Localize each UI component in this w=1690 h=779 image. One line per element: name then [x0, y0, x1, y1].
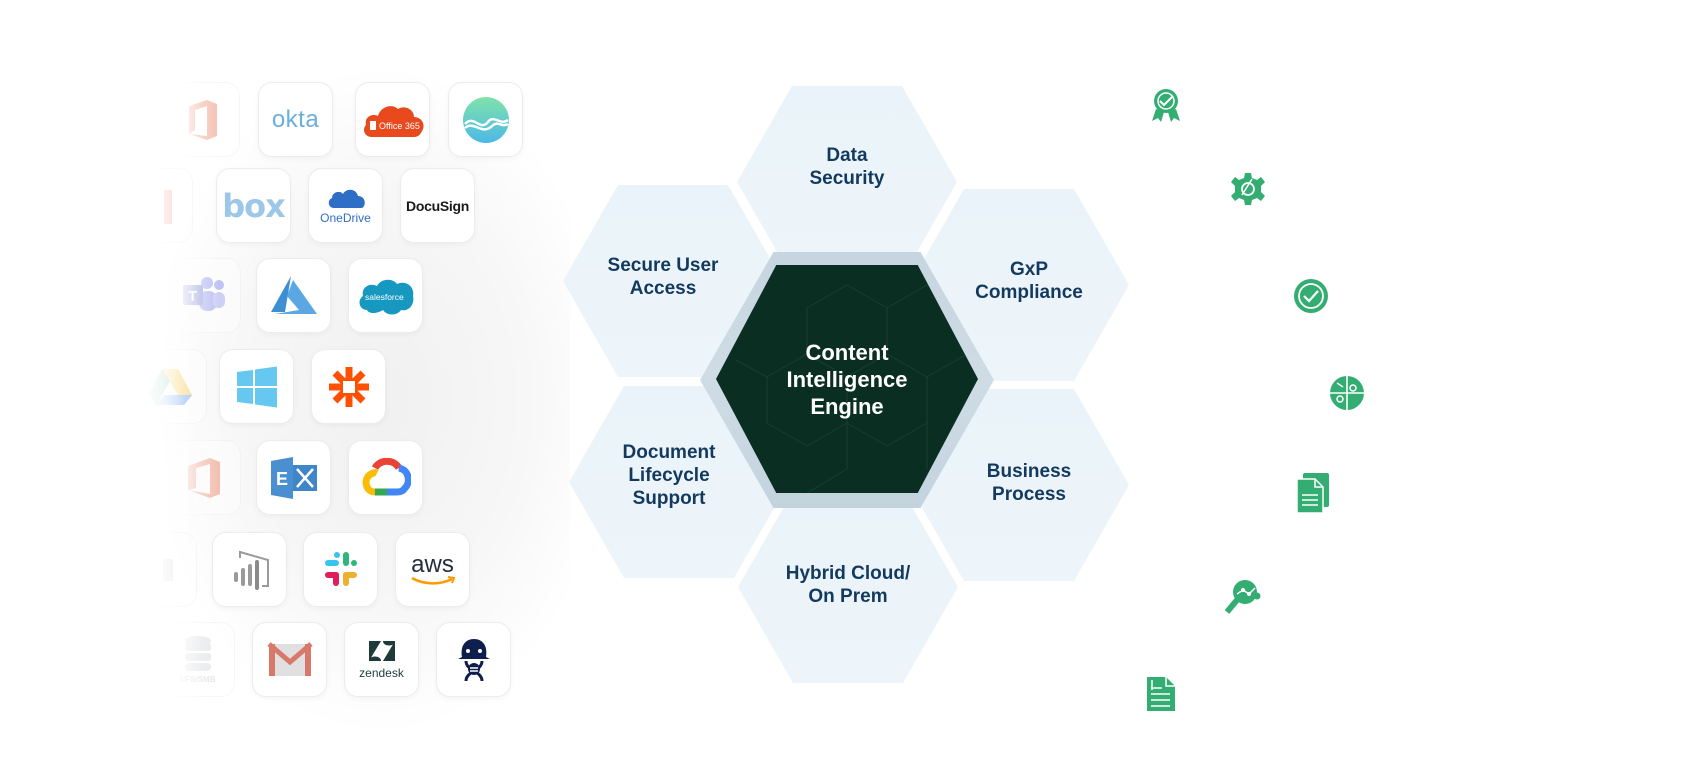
hex-hybrid-cloud-on-prem[interactable]: Hybrid Cloud/ On Prem	[738, 491, 958, 683]
salesforce-text: salesforce	[365, 292, 404, 302]
bio-agent-logo-icon	[457, 638, 490, 681]
tile-onedrive: OneDrive	[308, 168, 383, 243]
tile-wave	[448, 82, 523, 157]
windows-logo-icon	[236, 366, 277, 407]
salesforce-cloud-icon: salesforce	[359, 279, 413, 314]
database-icon	[184, 635, 211, 671]
nfs-smb-label: NFS/SMB	[179, 674, 216, 684]
tile-okta: okta	[258, 82, 333, 157]
tile-docusign: DocuSign	[400, 168, 475, 243]
tile-office-partial	[118, 168, 193, 243]
svg-text:T: T	[188, 288, 197, 305]
tile-office365: Office 365	[355, 82, 430, 157]
office365-cloud-icon: Office 365	[363, 105, 424, 137]
office-logo-icon	[187, 457, 220, 498]
tile-code	[122, 532, 197, 607]
gmail-logo-icon	[266, 641, 313, 676]
office-logo-icon	[163, 189, 172, 224]
document-list-icon	[1146, 676, 1176, 712]
globe-icon	[1329, 375, 1365, 411]
tile-zapier	[311, 349, 386, 424]
tile-exchange: E	[256, 440, 331, 515]
hex-label: Secure User Access	[607, 255, 719, 299]
tile-slack	[303, 532, 378, 607]
analytics-search-icon	[1224, 578, 1261, 614]
code-logo-icon	[162, 558, 173, 581]
aws-smile-icon	[410, 575, 455, 585]
box-logo: box	[222, 186, 286, 225]
hex-label: Document Lifecycle Support	[622, 441, 716, 509]
award-icon	[1148, 87, 1184, 123]
tile-windows	[219, 349, 294, 424]
exchange-logo-icon: E	[270, 456, 317, 499]
tile-salesforce: salesforce	[348, 258, 423, 333]
onedrive-text: OneDrive	[320, 211, 371, 225]
tile-azure	[256, 258, 331, 333]
office-logo-icon	[188, 99, 217, 140]
hex-label: Data Security	[809, 145, 885, 189]
check-circle-icon	[1293, 278, 1329, 314]
hex-data-security[interactable]: Data Security	[737, 86, 957, 278]
hex-label: Business Process	[986, 461, 1072, 505]
zapier-asterisk-icon	[328, 366, 369, 407]
tile-office-2	[166, 440, 241, 515]
teams-logo-icon: T	[182, 276, 225, 311]
office365-text: Office 365	[379, 121, 420, 131]
tile-zendesk: zendesk	[344, 622, 419, 697]
tile-office	[165, 82, 240, 157]
tile-powerbi	[212, 532, 287, 607]
hex-label: Hybrid Cloud/ On Prem	[785, 563, 911, 607]
tile-bio-agent	[436, 622, 511, 697]
tile-teams: T	[166, 258, 241, 333]
azure-logo-icon	[270, 275, 317, 314]
center-hex-label: Content Intelligence Engine	[786, 339, 908, 419]
tile-nfs-smb: NFS/SMB	[160, 622, 235, 697]
gear-icon	[1230, 171, 1266, 207]
google-drive-logo-icon	[147, 368, 192, 405]
powerbi-logo-icon	[233, 550, 269, 590]
hex-label: GxP Compliance	[975, 259, 1083, 303]
svg-text:E: E	[276, 469, 288, 489]
zendesk-text: zendesk	[359, 666, 404, 680]
wave-logo-icon	[462, 96, 509, 143]
tile-google-cloud	[348, 440, 423, 515]
tile-gmail	[252, 622, 327, 697]
slack-logo-icon	[324, 551, 357, 586]
tile-google-drive	[132, 349, 207, 424]
docusign-logo: DocuSign	[406, 197, 469, 214]
tile-aws: aws	[395, 532, 470, 607]
tile-box: box	[216, 168, 291, 243]
google-cloud-logo-icon	[362, 457, 411, 495]
documents-icon	[1295, 473, 1331, 515]
zendesk-logo-icon	[368, 641, 395, 661]
onedrive-cloud-icon	[328, 189, 365, 208]
okta-logo: okta	[271, 105, 320, 133]
aws-logo: aws	[411, 550, 454, 578]
center-hex-content-intelligence-engine[interactable]: Content Intelligence Engine	[716, 265, 978, 493]
